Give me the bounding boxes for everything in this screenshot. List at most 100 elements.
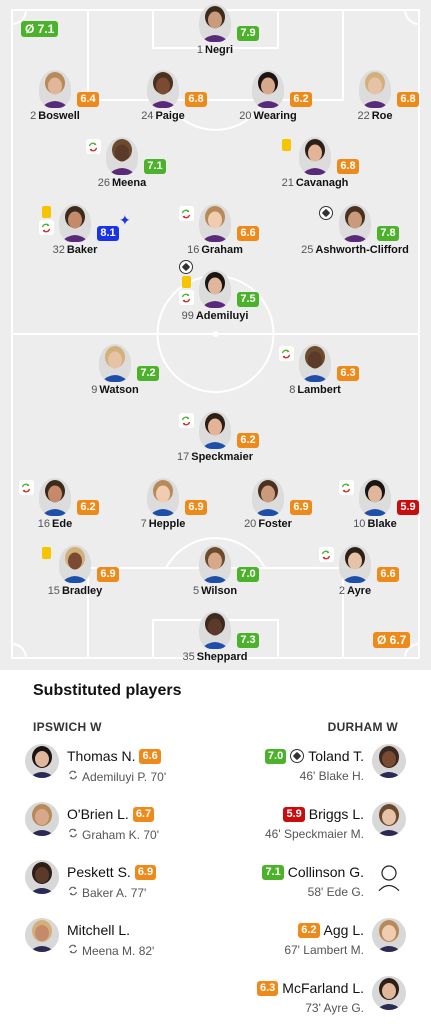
- player-photo: [199, 204, 231, 242]
- sub-out-icon: [18, 480, 34, 495]
- player-event-icons: [177, 206, 195, 221]
- player-name: Meena: [112, 177, 147, 189]
- shirt-number: 35: [182, 651, 195, 663]
- shirt-number: 25: [301, 244, 314, 256]
- player-name: Wilson: [201, 585, 238, 597]
- player-photo: [199, 270, 231, 308]
- yellow-card-icon: [281, 139, 291, 151]
- sub-name-line: 7.0 Toland T.: [264, 748, 364, 764]
- sub-row-right[interactable]: 7.0 Toland T. 46' Blake H.: [206, 744, 406, 788]
- player-name: Lambert: [297, 384, 341, 396]
- player-name: Boswell: [38, 110, 80, 122]
- player-event-icons: [37, 547, 55, 559]
- player-photo: [106, 137, 138, 175]
- sub-out-icon: [85, 139, 101, 154]
- shirt-number: 15: [47, 585, 60, 597]
- sub-detail-line: 73' Ayre G.: [305, 1001, 364, 1015]
- sub-player-name: Thomas N.: [67, 748, 136, 764]
- shirt-number: 16: [37, 518, 51, 530]
- player-photo: [339, 204, 371, 242]
- shirt-number: 20: [244, 518, 257, 530]
- player-photo: [147, 70, 179, 108]
- player-name: Ayre: [347, 585, 372, 597]
- player-event-icons: [277, 346, 295, 361]
- shirt-number: 21: [281, 177, 294, 189]
- player-photo: [147, 478, 179, 516]
- sub-row-right[interactable]: 7.1 Collinson G. 58' Ede G.: [206, 860, 406, 904]
- shirt-number: 22: [357, 110, 370, 122]
- sub-row-left[interactable]: Thomas N. 6.6 Ademiluyi P. 70': [25, 744, 215, 788]
- goal-icon: [179, 260, 193, 274]
- shirt-number: 10: [353, 518, 366, 530]
- yellow-card-icon: [181, 276, 191, 288]
- sub-out-icon: [38, 220, 54, 235]
- shirt-number: 2: [30, 110, 37, 122]
- player-name: Speckmaier: [191, 451, 253, 463]
- sub-player-name: Collinson G.: [287, 864, 364, 880]
- shirt-number: 17: [176, 451, 190, 463]
- player-rating: 7.3: [237, 633, 259, 648]
- avatar: [372, 860, 406, 894]
- player-photo: [359, 478, 391, 516]
- player-rating: 6.2: [237, 433, 259, 448]
- player-rating: 8.1: [97, 226, 119, 241]
- player-rating: 6.6: [237, 226, 259, 241]
- sub-detail: Graham K. 70': [82, 827, 159, 842]
- substitution-icon: [67, 885, 79, 900]
- shirt-number: 20: [239, 110, 252, 122]
- sub-out-icon: [318, 547, 334, 562]
- substitution-icon: [67, 769, 79, 784]
- substituted-players-section: Substituted players IPSWICH W DURHAM W T…: [0, 670, 431, 1024]
- player-rating: 6.8: [337, 159, 359, 174]
- sub-player-rating: 6.7: [132, 806, 155, 822]
- player-event-icons: [84, 139, 102, 154]
- player-photo: [59, 204, 91, 242]
- sub-row-right[interactable]: 6.2 Agg L. 67' Lambert M.: [206, 918, 406, 962]
- player-photo: [199, 545, 231, 583]
- player-event-icons: [17, 480, 35, 495]
- player-rating: 7.9: [237, 26, 259, 41]
- sub-name-line: O'Brien L. 6.7: [67, 806, 155, 822]
- sub-row-left[interactable]: O'Brien L. 6.7 Graham K. 70': [25, 802, 215, 846]
- player-photo: [99, 344, 131, 382]
- sub-row-right[interactable]: 6.3 McFarland L. 73' Ayre G.: [206, 976, 406, 1020]
- player-name: Watson: [99, 384, 139, 396]
- shirt-number: 16: [187, 244, 200, 256]
- player-name: Foster: [258, 518, 292, 530]
- player-photo: [199, 411, 231, 449]
- avatar: [372, 976, 406, 1010]
- player-rating: 7.2: [137, 366, 159, 381]
- sub-row-left[interactable]: Peskett S. 6.9 Baker A. 77': [25, 860, 215, 904]
- sub-row-right[interactable]: 5.9 Briggs L. 46' Speckmaier M.: [206, 802, 406, 846]
- sub-row-left[interactable]: Mitchell L. Meena M. 82': [25, 918, 215, 962]
- player-name: Wearing: [253, 110, 297, 122]
- sub-player-name: Briggs L.: [308, 806, 364, 822]
- player-name: Sheppard: [196, 651, 248, 663]
